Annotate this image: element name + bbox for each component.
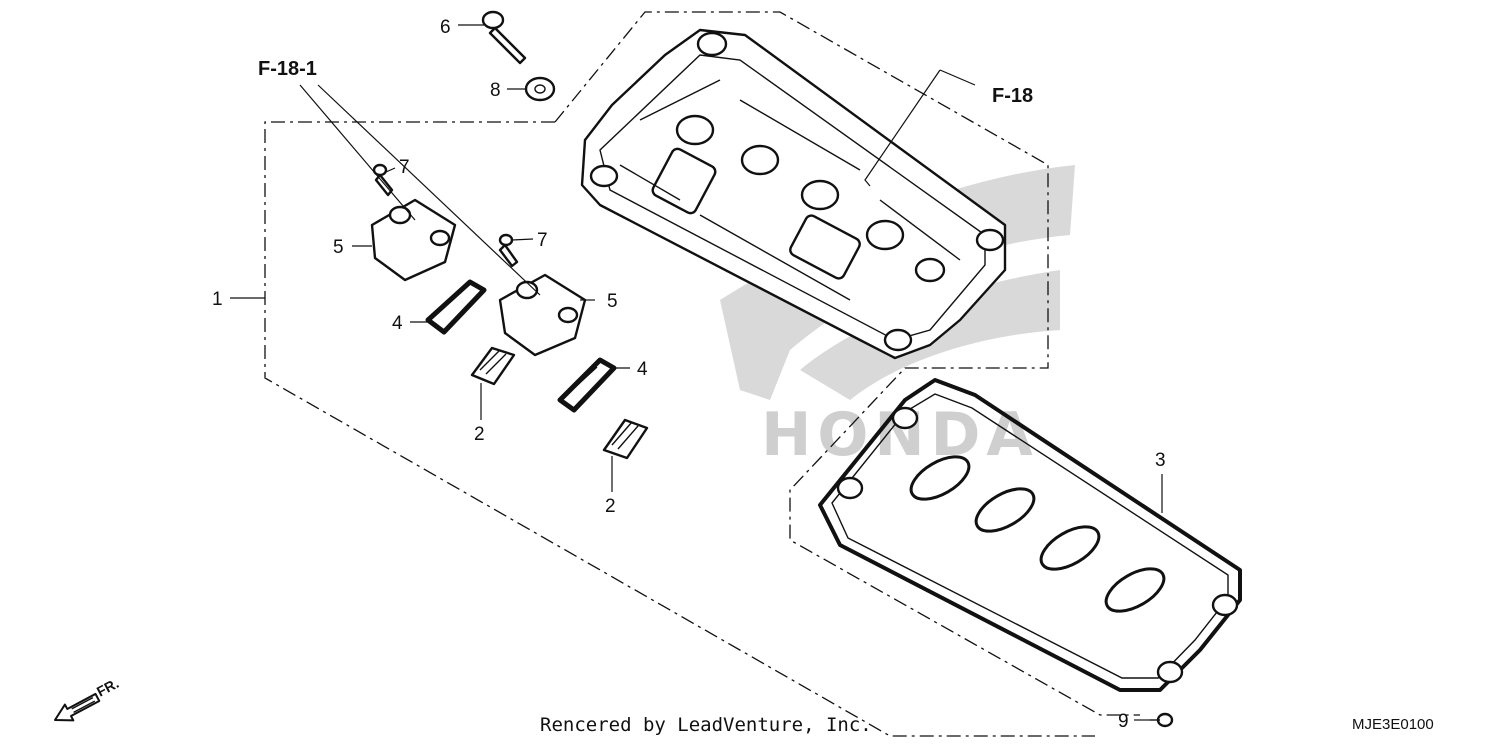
front-marker-label: FR. <box>94 675 121 700</box>
callout-4-upper: 4 <box>392 313 403 334</box>
callout-2-upper: 2 <box>474 424 485 445</box>
group-outline-1 <box>264 121 1095 737</box>
callout-2-lower: 2 <box>605 496 616 517</box>
render-credit: Rencered by LeadVenture, Inc. <box>540 714 872 736</box>
callout-7-upper: 7 <box>399 157 410 178</box>
breather-cover-part-5-upper <box>370 163 457 282</box>
front-arrow-icon <box>54 692 101 722</box>
group-outline-top <box>554 11 1140 716</box>
reference-f-18-1[interactable]: F-18-1 <box>258 58 317 80</box>
callout-3: 3 <box>1155 450 1166 471</box>
reed-part-2-upper <box>470 346 516 386</box>
callout-9: 9 <box>1118 711 1129 732</box>
diagram-code: MJE3E0100 <box>1352 716 1434 733</box>
cylinder-head-cover <box>580 28 1007 360</box>
head-cover-gasket <box>818 378 1242 692</box>
cover-gasket-part-4-upper <box>425 279 487 335</box>
washer-part-8 <box>524 76 556 102</box>
callout-8: 8 <box>490 80 501 101</box>
callout-7-lower: 7 <box>537 230 548 251</box>
leader-lines <box>230 24 1163 721</box>
breather-cover-part-5-lower <box>498 233 587 357</box>
callout-5-upper: 5 <box>333 237 344 258</box>
callout-4-lower: 4 <box>637 359 648 380</box>
cover-gasket-part-4-lower <box>557 357 617 413</box>
bolt-part-9-icon <box>1150 712 1174 728</box>
callout-1: 1 <box>212 289 223 310</box>
bolt-part-6 <box>481 10 527 65</box>
reference-f-18[interactable]: F-18 <box>992 85 1033 107</box>
reed-part-2-lower <box>602 418 649 460</box>
callout-5-lower: 5 <box>607 291 618 312</box>
callout-6: 6 <box>440 17 451 38</box>
